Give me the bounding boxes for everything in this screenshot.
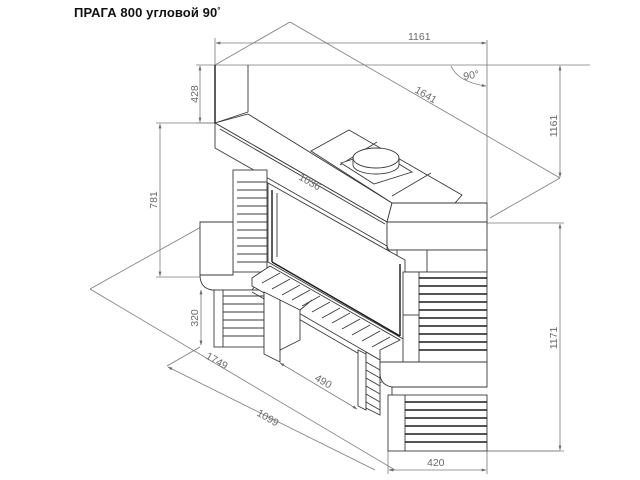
title-degree: ° [217,6,221,15]
right-base-ledge [379,361,488,395]
dim-base-length: 1099 [167,366,376,471]
drawing-title: ПРАГА 800 угловой 90° [74,5,221,20]
dim-label-hood-height: 428 [189,85,201,103]
dim-side-width: 420 [387,450,560,474]
right-lower-bricks [387,394,488,452]
dim-angle: 90° [450,65,487,87]
dim-label-firebox-height: 781 [148,191,160,209]
dim-label-angle: 90° [462,68,480,83]
dim-firebox-height: 781 [148,122,215,278]
left-brick-column [232,169,268,273]
hood: 1036 [213,113,488,273]
dim-opening-width: 490 [279,362,358,410]
dim-label-right-depth: 1161 [548,115,560,138]
dim-label-left-length: 1749 [204,350,230,372]
dim-label-total-height: 1171 [548,327,560,350]
title-text: ПРАГА 800 угловой 90 [74,5,218,20]
right-upper-bricks [402,271,488,363]
flue-collar [352,147,400,175]
dim-label-base-length: 1099 [255,407,281,429]
hearth-supports [263,291,367,411]
dim-label-diagonal: 1641 [413,84,439,106]
dim-total-height: 1171 [487,222,564,452]
left-side-panel [199,221,263,291]
dim-diagonal: 1641 [413,84,439,106]
left-base-bricks [213,289,265,348]
dim-left-length: 1749 [166,346,230,372]
dim-right-depth: 1161 [548,65,562,178]
dim-label-opening-width: 490 [313,372,334,391]
dim-base-height: 320 [189,289,203,346]
wall-corner [214,65,249,124]
dim-hood-height: 428 [189,64,215,124]
right-brick-stack [365,351,381,416]
dim-top-width: 1161 [214,31,487,65]
dim-label-top-width: 1161 [408,31,431,43]
dim-label-side-width: 420 [427,457,445,469]
dim-label-base-height: 320 [189,309,201,327]
